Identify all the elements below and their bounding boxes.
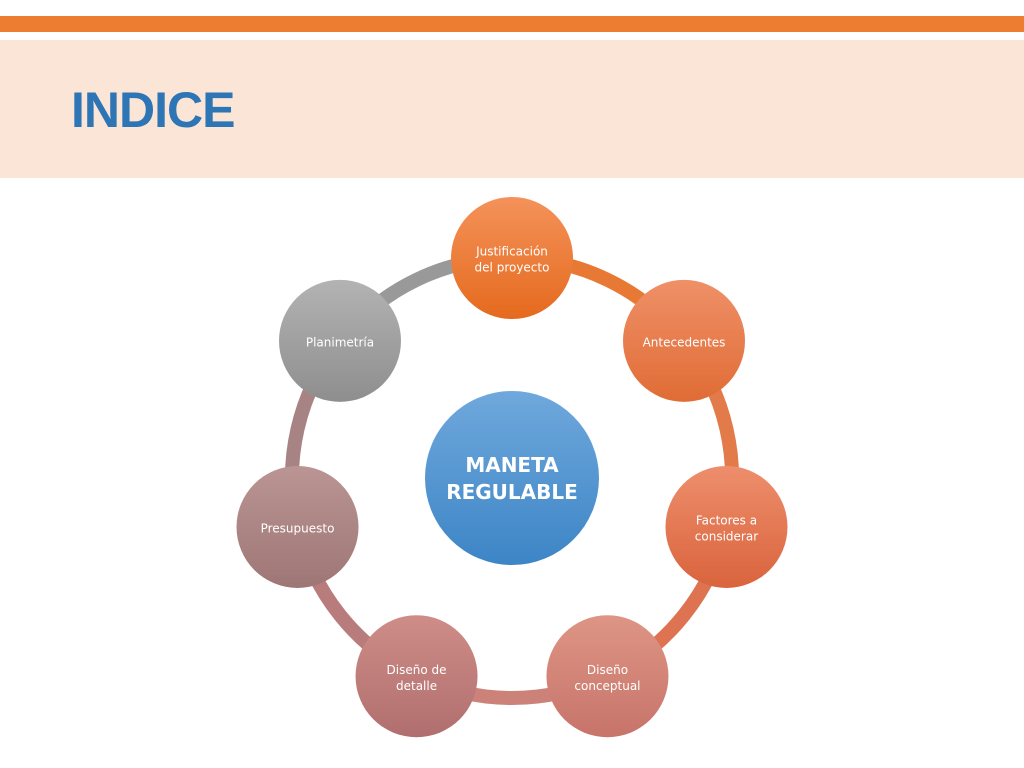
node-antecedentes-label: Antecedentes — [643, 335, 726, 349]
node-presupuesto-circle — [236, 465, 359, 588]
node-planimetria-circle — [278, 279, 401, 402]
node-justificacion-circle — [451, 197, 573, 319]
top-accent-bar — [0, 16, 1024, 32]
node-presupuesto-label: Presupuesto — [261, 522, 335, 536]
node-diseno-detalle-circle — [355, 615, 478, 738]
node-antecedentes: Antecedentes — [623, 279, 746, 402]
node-planimetria-label: Planimetría — [306, 335, 374, 349]
node-diseno-conceptual-circle — [546, 615, 669, 738]
page-title: INDICE — [71, 82, 235, 138]
node-planimetria: Planimetría — [278, 279, 401, 402]
center-circle — [425, 391, 599, 565]
node-factores-circle — [665, 465, 788, 588]
node-presupuesto: Presupuesto — [236, 465, 359, 588]
header-band — [0, 40, 1024, 178]
node-antecedentes-circle — [623, 279, 746, 402]
